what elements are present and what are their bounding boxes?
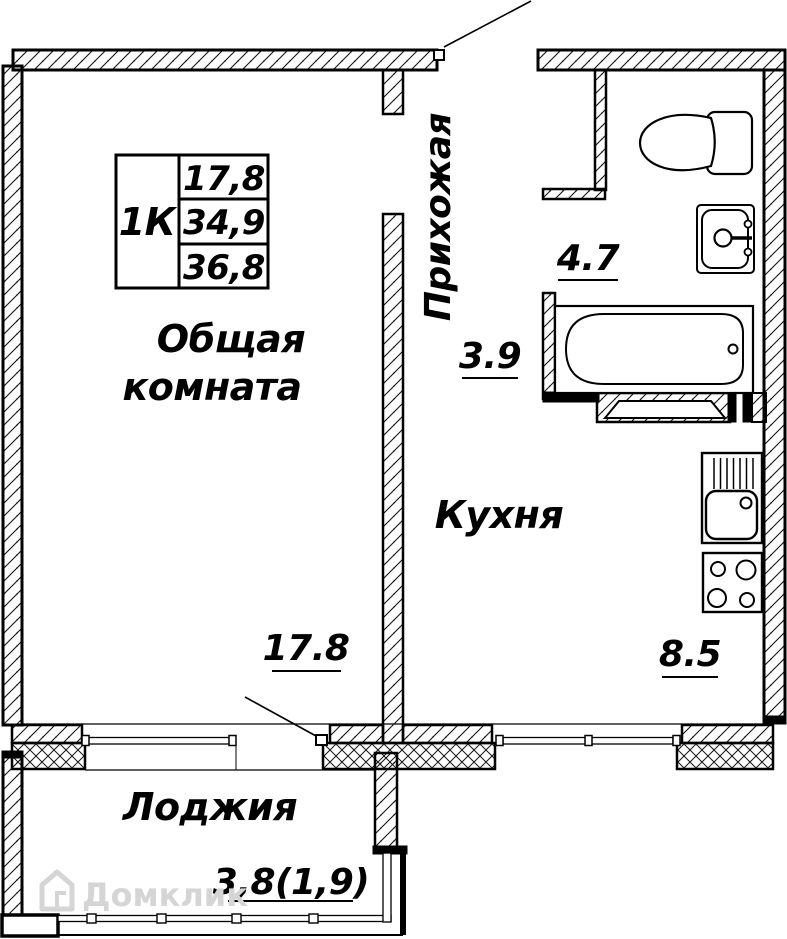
- kitchen-label: Кухня: [435, 493, 564, 537]
- bathtub: [553, 304, 755, 395]
- kitchen-window-bracket-left: [495, 734, 504, 747]
- living-room-window: [83, 736, 235, 745]
- loggia-corner-post: [0, 913, 60, 938]
- insulation-block-right: [675, 741, 775, 771]
- balcony-door-leader-line: [244, 696, 317, 737]
- kitchen-sink-icon: [700, 451, 764, 545]
- balcony-door-jamb: [315, 734, 328, 746]
- bathroom-wall-bottom-right: [751, 392, 767, 423]
- glazing-tick-1: [86, 913, 97, 924]
- hallway-label: Прихожая: [418, 112, 459, 321]
- loggia-outer-frame-right: [400, 853, 406, 935]
- entrance-door-jamb: [433, 49, 445, 61]
- sill-wall-right: [680, 723, 775, 745]
- toilet-icon: [638, 110, 754, 176]
- stove-icon: [701, 551, 764, 614]
- area-values: 17.8 3.9 4.7 8.5 3,8(1,9): [213, 238, 722, 903]
- hallway-area: 3.9: [459, 336, 521, 377]
- bottom-wall-band: [10, 723, 775, 771]
- loggia-wall-left: [1, 750, 24, 917]
- bathtub-drain: [727, 343, 739, 355]
- partition-stub-hallway: [381, 68, 405, 116]
- room-area-value: 17,8: [183, 159, 265, 199]
- living-room-label-line2: комната: [122, 365, 301, 409]
- ventilation-niche: [602, 400, 728, 419]
- sill-wall-left: [10, 723, 84, 745]
- wall-right: [762, 68, 787, 725]
- insulation-block-left: [10, 741, 87, 771]
- living-room-area: 17.8: [263, 628, 350, 669]
- living-window-bracket-left: [81, 734, 90, 747]
- bathtub-basin: [564, 313, 744, 385]
- wall-top-right: [536, 48, 787, 72]
- sink-drain: [739, 496, 753, 510]
- bathroom-area: 4.7: [556, 238, 620, 279]
- watermark-text: Домклик: [82, 876, 248, 914]
- living-window-bracket-right: [228, 734, 237, 747]
- domclick-house-icon: [39, 869, 75, 912]
- partition-room-kitchen: [381, 212, 405, 745]
- glazing-tick-4: [308, 913, 319, 924]
- glazing-tick-3: [231, 913, 242, 924]
- burner-4: [739, 592, 755, 608]
- loggia-glazing-bottom: [57, 914, 392, 923]
- loggia-wall-left-cap: [2, 751, 23, 759]
- insulation-block-center: [321, 741, 497, 771]
- bathroom-wall-left-upper: [593, 68, 608, 192]
- info-table: 1К 17,8 34,9 36,8: [114, 153, 270, 290]
- basin-knob-2: [743, 247, 753, 257]
- basin-faucet: [713, 228, 733, 248]
- entrance-door-leader-line: [443, 0, 532, 48]
- burner-3: [707, 588, 727, 608]
- info-table-frame: [114, 153, 270, 290]
- loggia-label: Лоджия: [122, 785, 297, 829]
- total-area-value: 36,8: [183, 248, 265, 288]
- kitchen-area: 8.5: [659, 634, 721, 675]
- toilet-bowl: [638, 113, 716, 172]
- wall-left: [1, 64, 24, 727]
- duct-jamb-right: [742, 392, 752, 423]
- sill-wall-center-left: [328, 723, 385, 745]
- sill-wall-center-right: [401, 723, 494, 745]
- loggia-glazing-right: [382, 852, 392, 923]
- room-labels: Общая комната Прихожая Кухня Лоджия: [122, 112, 564, 829]
- bathroom-wall-left-lower: [541, 291, 557, 401]
- living-area-value: 34,9: [183, 203, 265, 243]
- windows: [81, 49, 681, 747]
- bathroom-wall-jog: [541, 187, 607, 201]
- burner-1: [710, 561, 726, 577]
- unit-type-label: 1К: [119, 200, 178, 244]
- wall-right-end-cap: [763, 715, 786, 724]
- living-room-label-line1: Общая: [157, 317, 305, 361]
- wash-basin-icon: [696, 204, 755, 274]
- glazing-tick-2: [156, 913, 167, 924]
- kitchen-window-bracket-right: [672, 734, 681, 747]
- wall-top-left: [11, 48, 439, 72]
- loggia-structure: [0, 750, 408, 938]
- sink-drainer-lines: [713, 458, 754, 489]
- basin-knob-1: [743, 219, 753, 229]
- kitchen-window-mullion: [584, 734, 593, 747]
- watermark: Домклик: [39, 869, 248, 914]
- duct-jamb-left: [727, 392, 737, 423]
- loggia-area: 3,8(1,9): [213, 862, 369, 903]
- leader-lines: [244, 0, 532, 737]
- burner-2: [735, 559, 757, 581]
- loggia-divider-wall: [373, 751, 399, 850]
- interior-walls: [381, 68, 767, 745]
- domclick-house-icon-inner: [55, 891, 66, 909]
